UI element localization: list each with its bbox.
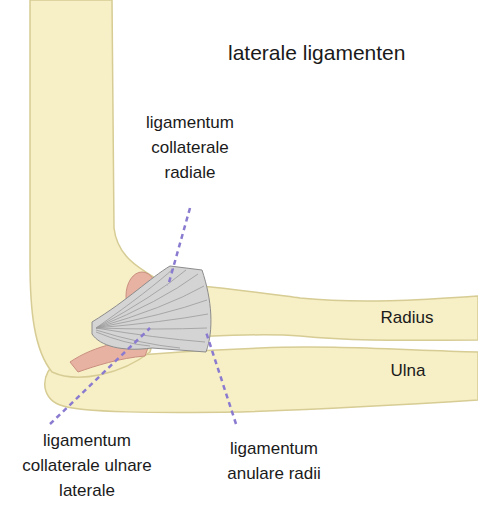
leader-line: [50, 208, 236, 424]
bone-label: Radius: [372, 305, 442, 330]
bone-label: Ulna: [380, 358, 436, 383]
diagram-title: laterale ligamenten: [228, 40, 405, 65]
part-label: ligamentum collaterale radiale: [130, 110, 250, 185]
part-label: ligamentum anulare radii: [200, 436, 348, 486]
ligament: [92, 266, 211, 352]
ligament-fibres: [96, 268, 208, 348]
part-label: ligamentum collaterale ulnare laterale: [12, 428, 162, 503]
